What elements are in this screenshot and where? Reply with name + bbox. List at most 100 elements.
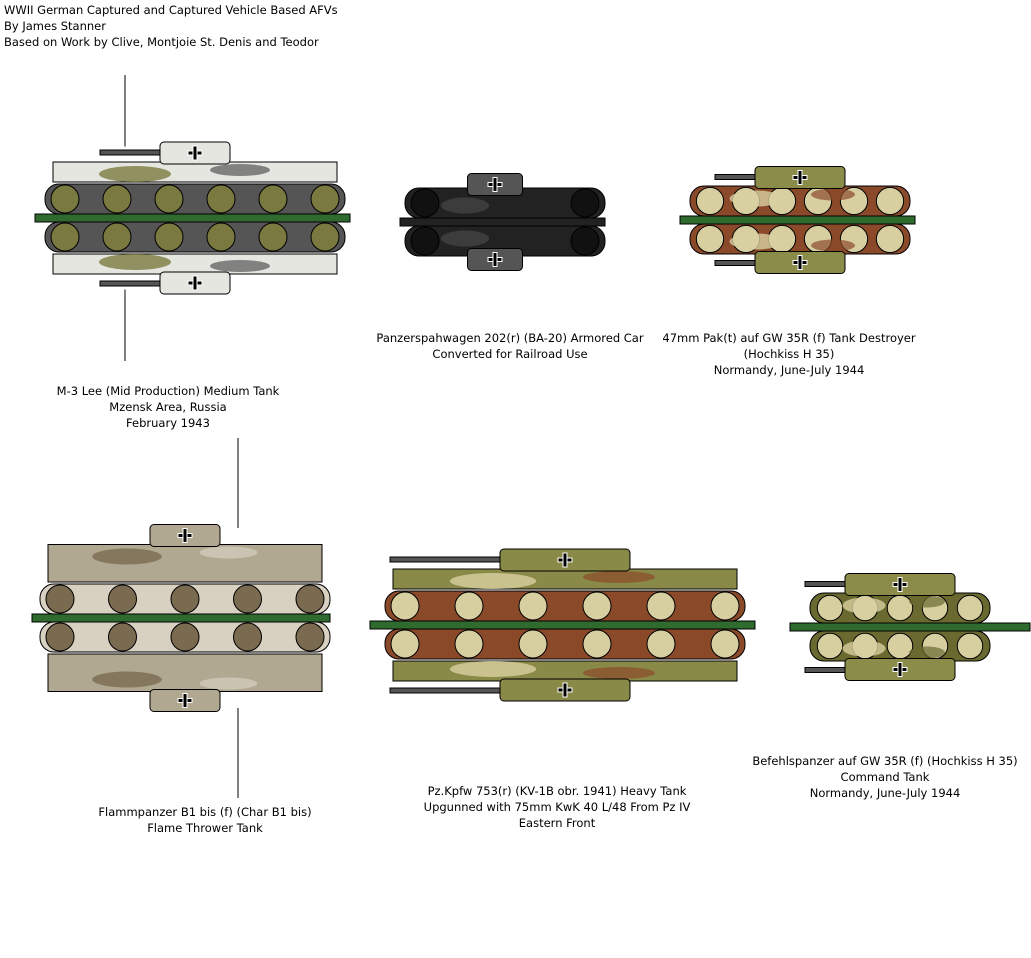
author: By James Stanner [4, 19, 106, 33]
gun-barrel [389, 556, 501, 563]
gun-barrel [804, 667, 846, 673]
camouflage-patch [515, 236, 555, 249]
road-wheel [695, 186, 725, 216]
page-title: WWII German Captured and Captured Vehicl… [4, 3, 338, 17]
road-wheel [886, 632, 914, 660]
camouflage-patch [92, 671, 162, 688]
camouflage-patch [583, 667, 655, 679]
cross-insignia [897, 577, 903, 592]
vehicle-m3-lee [34, 75, 351, 361]
road-wheel [295, 622, 325, 652]
road-wheel [233, 584, 262, 614]
caption-h35-cmd: Befehlspanzer auf GW 35R (f) (Hochkiss H… [752, 753, 1017, 801]
hull [52, 253, 338, 275]
camouflage-patch [909, 646, 945, 659]
camouflage-patch [811, 239, 855, 252]
vehicle-top-view [689, 166, 911, 217]
camouflage-patch [729, 233, 783, 250]
vehicle-side-view [404, 225, 606, 271]
road-wheel [695, 224, 725, 254]
cross-insignia [797, 255, 803, 270]
rail-track [31, 613, 331, 623]
road-wheel [646, 591, 676, 621]
road-wheel [410, 226, 440, 256]
track [44, 221, 346, 253]
road-wheel [816, 632, 844, 660]
road-wheel [454, 629, 484, 659]
rail-track [789, 622, 1031, 632]
road-wheel [310, 222, 340, 252]
cross-insignia [492, 252, 498, 267]
camouflage-patch [842, 597, 886, 614]
caption-line: Flammpanzer B1 bis (f) (Char B1 bis) [98, 805, 312, 819]
vehicle-side-view [39, 621, 331, 712]
camouflage-patch [583, 571, 655, 583]
gun-barrel [389, 687, 501, 694]
track [384, 590, 746, 622]
track [384, 628, 746, 660]
road-wheel [454, 591, 484, 621]
camouflage-patch [515, 195, 555, 208]
caption-ba-20: Panzerspahwagen 202(r) (BA-20) Armored C… [376, 330, 643, 362]
caption-line: Normandy, June-July 1944 [713, 363, 865, 377]
road-wheel [102, 222, 132, 252]
caption-line: Mzensk Area, Russia [109, 400, 227, 414]
rail-track [399, 217, 606, 227]
road-wheel [170, 584, 200, 614]
road-wheel [390, 591, 420, 621]
caption-line: (Hochkiss H 35) [743, 347, 835, 361]
caption-line: Flame Thrower Tank [147, 821, 263, 835]
caption-line: Command Tank [840, 770, 930, 784]
vehicle-h35-cmd [789, 573, 1031, 681]
caption-line: February 1943 [126, 416, 210, 430]
road-wheel [206, 222, 236, 252]
road-wheel [45, 622, 75, 652]
road-wheel [518, 591, 548, 621]
header: WWII German Captured and Captured Vehicl… [4, 2, 338, 50]
track [44, 183, 346, 215]
camouflage-patch [99, 166, 171, 182]
cross-insignia [897, 662, 903, 677]
vehicle-top-view [804, 573, 991, 624]
vehicle-kv-1b [369, 548, 756, 702]
road-wheel [258, 222, 288, 252]
caption-line: Eastern Front [518, 816, 596, 830]
cross-insignia [182, 693, 188, 708]
cross-insignia [192, 145, 198, 161]
road-wheel [886, 594, 914, 622]
gun-barrel [714, 260, 756, 266]
caption-line: Converted for Railroad Use [432, 347, 588, 361]
camouflage-patch [92, 548, 162, 565]
rail-track [679, 215, 916, 225]
camouflage-patch [199, 677, 258, 690]
road-wheel [108, 584, 137, 614]
caption-line: M-3 Lee (Mid Production) Medium Tank [56, 384, 280, 398]
road-wheel [233, 622, 262, 652]
rail-track [34, 213, 351, 223]
road-wheel [170, 622, 200, 652]
cross-insignia [492, 177, 498, 192]
gun-barrel [804, 581, 846, 587]
vehicle-ba-20 [399, 173, 606, 271]
road-wheel [956, 594, 984, 622]
road-wheel [154, 222, 184, 252]
road-wheel [646, 629, 676, 659]
road-wheel [875, 186, 905, 216]
vehicle-top-view [384, 548, 746, 622]
road-wheel [206, 184, 236, 214]
gun-barrel [714, 174, 756, 180]
rail-track [369, 620, 756, 630]
cross-insignia [192, 275, 198, 291]
road-wheel [582, 629, 612, 659]
cross-insignia [562, 682, 568, 698]
camouflage-patch [449, 661, 537, 677]
road-wheel [410, 188, 440, 218]
camouflage-patch [441, 197, 489, 214]
vehicle-top-view [404, 173, 606, 219]
road-wheel [50, 184, 80, 214]
vehicle-h35-td [679, 166, 916, 274]
road-wheel [570, 226, 600, 256]
caption-h35-td: 47mm Pak(t) auf GW 35R (f) Tank Destroye… [662, 330, 915, 378]
cross-insignia [797, 170, 803, 185]
caption-line: Pz.Kpfw 753(r) (KV-1B obr. 1941) Heavy T… [427, 784, 687, 798]
